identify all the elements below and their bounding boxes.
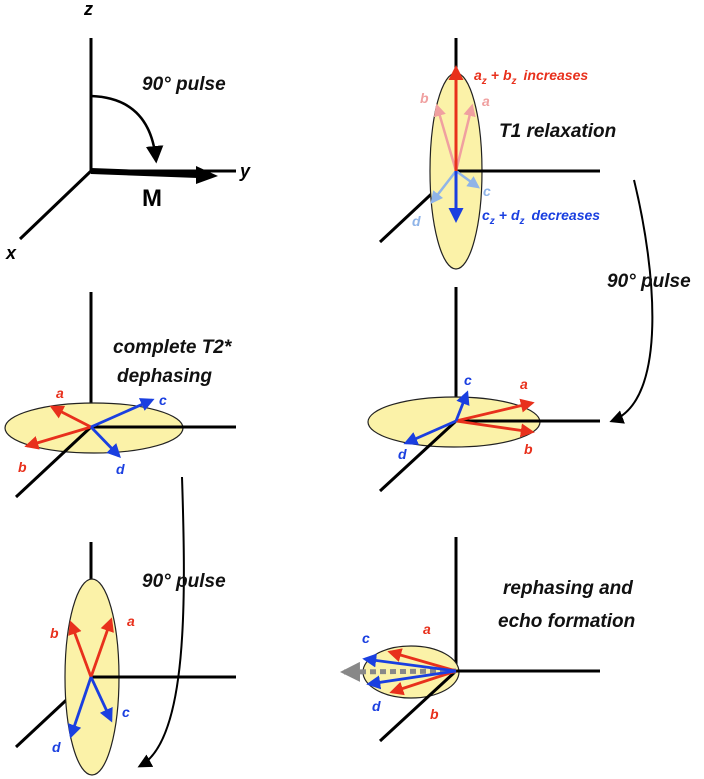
label-d: d <box>52 739 61 755</box>
z-axis-label: z <box>83 0 93 19</box>
vector-c <box>362 653 457 673</box>
panel-flipped-vertical: b a c d <box>14 542 236 776</box>
magnetization-label: M <box>142 185 162 212</box>
vector-c-faded <box>455 169 481 189</box>
label-a: a <box>56 385 64 401</box>
label-b: b <box>18 459 27 475</box>
vector-c <box>454 390 470 422</box>
panel-after-second-pulse: a b c d <box>367 287 600 493</box>
vector-c <box>89 676 113 723</box>
dephasing-caption-line2: dephasing <box>117 366 212 387</box>
panel-complete-dephasing: a b c d complete T2* dephasing <box>4 292 236 499</box>
label-c: c <box>122 704 130 720</box>
label-b: b <box>420 90 429 106</box>
label-b: b <box>524 441 533 457</box>
label-b: b <box>50 625 59 641</box>
rephasing-caption-line2: echo formation <box>498 611 635 632</box>
rotation-arrow <box>90 94 164 164</box>
panel-initial-magnetization: z y x 90° pulse M <box>5 0 251 263</box>
label-d: d <box>398 446 407 462</box>
pulse-label-left: 90° pulse <box>142 571 226 592</box>
label-d: d <box>372 698 381 714</box>
vector-d <box>89 426 121 459</box>
label-c: c <box>483 183 491 199</box>
dephasing-caption-line1: complete T2* <box>113 337 233 358</box>
echo-signal-arrow <box>340 661 457 682</box>
x-axis <box>14 425 93 499</box>
pulse-arrow-right: 90° pulse <box>607 179 691 424</box>
vector-d-faded <box>430 170 457 204</box>
label-d: d <box>412 213 421 229</box>
magnetization-vector <box>90 168 199 178</box>
vector-d <box>366 669 457 690</box>
label-c: c <box>159 392 167 408</box>
vector-a <box>89 617 114 678</box>
label-c: c <box>464 372 472 388</box>
t1-relaxation-caption: T1 relaxation <box>499 121 616 142</box>
label-b: b <box>430 706 439 722</box>
vector-c <box>90 398 155 429</box>
x-axis <box>18 169 93 241</box>
magnetization-arrowhead <box>196 166 218 184</box>
vector-d <box>403 419 457 445</box>
label-a: a <box>520 376 528 392</box>
vector-a-faded <box>454 103 476 172</box>
label-a: a <box>423 621 431 637</box>
x-axis <box>378 669 458 743</box>
panel-rephasing-echo: a b c d rephasing and echo formation <box>340 537 635 743</box>
vector-a <box>387 648 457 673</box>
label-a: a <box>127 613 135 629</box>
x-axis-label: x <box>5 243 17 263</box>
vector-a <box>455 398 535 423</box>
x-axis <box>378 419 458 493</box>
vector-b <box>389 669 457 696</box>
label-c: c <box>362 630 370 646</box>
vector-b-faded <box>433 103 458 172</box>
vector-d <box>67 676 93 739</box>
label-a: a <box>482 93 490 109</box>
y-axis-label: y <box>239 161 251 181</box>
vector-a <box>49 405 92 429</box>
pulse-arrow-left: 90° pulse <box>137 476 226 768</box>
vector-b <box>455 419 535 438</box>
label-d: d <box>116 461 125 477</box>
vector-b <box>68 620 93 678</box>
pulse-label: 90° pulse <box>142 74 226 95</box>
rephasing-caption-line1: rephasing and <box>503 578 633 599</box>
vector-b <box>24 425 92 450</box>
pulse-label-right: 90° pulse <box>607 271 691 292</box>
